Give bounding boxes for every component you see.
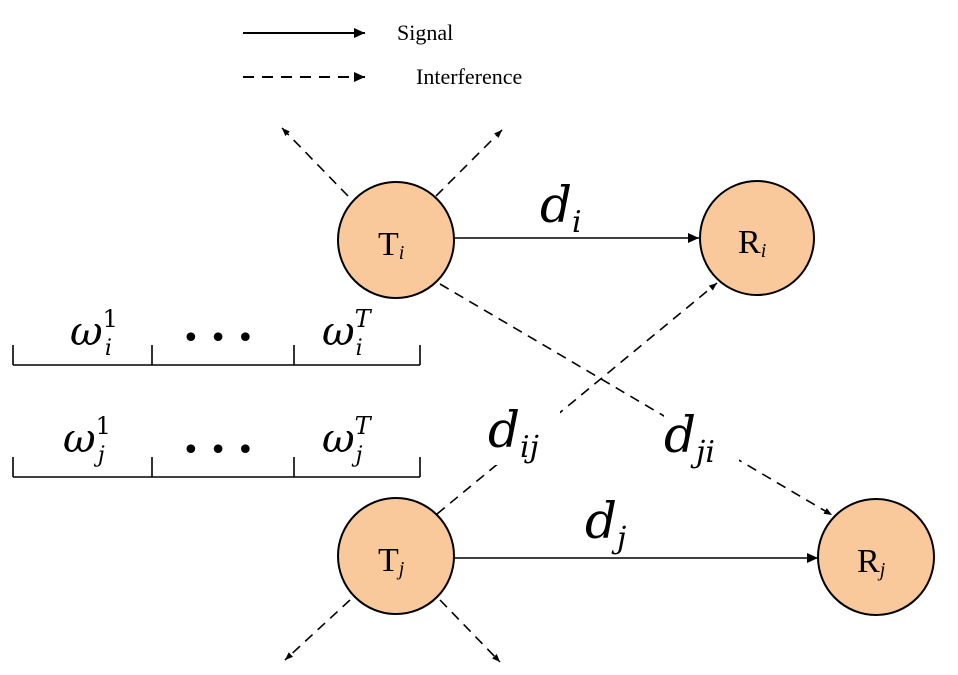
svg-text:Ri: Ri <box>738 224 766 262</box>
interference-ti-to-rj <box>439 283 833 516</box>
label-di: di <box>540 176 582 240</box>
ti-interference-upper-left <box>281 127 349 197</box>
slot-row-j <box>12 457 421 478</box>
tj-interference-lower-left <box>284 599 351 661</box>
node-ti: Ti <box>337 181 455 299</box>
label-dij: dij <box>488 401 539 465</box>
ti-interference-upper-right <box>435 129 503 197</box>
label-dji: dji <box>664 406 715 470</box>
interference-tj-to-ri <box>436 282 718 515</box>
node-ri: Ri <box>699 180 815 296</box>
tj-interference-lower-right <box>439 599 501 663</box>
slot-j-ellipsis: • • • <box>182 433 254 468</box>
slot-i-ellipsis: • • • <box>182 321 254 356</box>
label-dj: dj <box>585 492 626 556</box>
slot-row-i <box>12 345 421 366</box>
svg-text:Tj: Tj <box>378 542 405 580</box>
svg-text:Rj: Rj <box>857 543 886 581</box>
node-rj: Rj <box>817 498 935 616</box>
node-tj: Tj <box>337 497 455 615</box>
svg-text:Ti: Ti <box>378 226 404 264</box>
legend-signal-label: Signal <box>397 20 453 45</box>
legend: Signal Interference <box>243 20 522 89</box>
legend-interference-label: Interference <box>416 64 522 89</box>
